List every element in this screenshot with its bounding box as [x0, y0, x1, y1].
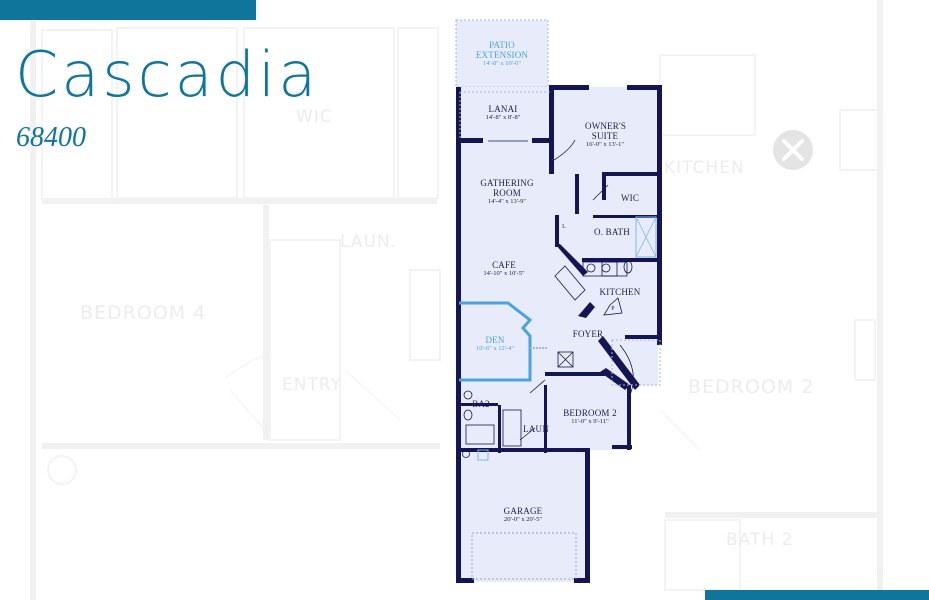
ghost-label-bedroom-4: BEDROOM 4 [80, 302, 207, 324]
room-patio-extension: PATIO EXTENSION 14'-8" x 10'-0" [475, 40, 529, 67]
room-garage: GARAGE 20'-0" x 20'-5" [503, 506, 543, 523]
ghost-label-bedroom-2: BEDROOM 2 [688, 376, 815, 398]
ghost-label-kitchen: KITCHEN [664, 158, 745, 178]
plan-title: Cascadia [15, 38, 320, 111]
room-cafe: CAFE 14'-10" x 10'-5" [483, 260, 525, 277]
bottom-accent-bar [705, 590, 929, 600]
room-owners-suite: OWNER'S SUITE 16'-0" x 13'-1" [585, 121, 627, 148]
room-foyer: FOYER [572, 329, 604, 339]
ghost-label-wic: WIC [296, 107, 333, 127]
room-laun: LAUN [523, 424, 549, 434]
tools-icon [773, 130, 813, 170]
ghost-label-entry: ENTRY [282, 375, 342, 395]
top-accent-bar [0, 0, 256, 20]
room-den: DEN 10'-6" x 12'-4" [476, 335, 514, 352]
room-gathering-room: GATHERING ROOM 14'-4" x 13'-9" [480, 178, 534, 205]
room-ba2: BA2 [472, 399, 490, 409]
ghost-label-bath-2: BATH 2 [726, 530, 794, 550]
room-bedroom-2: BEDROOM 2 11'-0" x 9'-11" [563, 408, 617, 425]
room-wic: WIC [620, 193, 640, 203]
ghost-label-laun: LAUN. [340, 232, 398, 252]
pantry-label: P [611, 306, 615, 312]
plan-number: 68400 [16, 122, 86, 153]
linen-closet-label: L [562, 224, 566, 230]
room-lanai: LANAI 14'-8" x 8'-8" [485, 104, 521, 121]
room-kitchen: KITCHEN [599, 287, 641, 297]
room-o-bath: O. BATH [594, 227, 630, 237]
